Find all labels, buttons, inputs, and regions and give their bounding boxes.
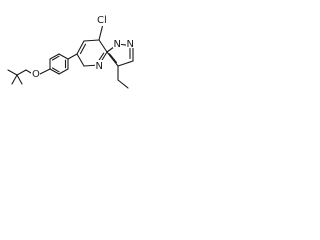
bond <box>49 53 60 60</box>
ethyl-group <box>117 65 129 89</box>
bond <box>16 69 27 76</box>
bond <box>58 53 69 60</box>
bond <box>51 55 60 61</box>
bond <box>11 74 18 85</box>
chlorine-atom-label: Cl <box>97 15 107 26</box>
bond <box>106 51 119 67</box>
bond <box>7 69 18 76</box>
bond <box>98 23 104 41</box>
pyrimidine-nitrogen-label: N <box>96 61 103 72</box>
bond <box>16 74 23 85</box>
bond <box>76 53 85 67</box>
bond <box>98 39 108 53</box>
ether-oxygen-label: O <box>32 69 40 80</box>
bond <box>58 68 69 75</box>
bond <box>108 53 118 64</box>
chemical-structure: Cl N N N O <box>7 14 134 89</box>
bond <box>117 60 134 67</box>
bond <box>117 79 129 89</box>
bond <box>39 68 51 75</box>
bond <box>25 69 32 74</box>
ether-linkage <box>39 68 51 75</box>
bond <box>83 39 100 42</box>
bond <box>79 43 87 55</box>
bond <box>49 68 60 75</box>
tert-butyl-group <box>7 69 32 85</box>
pyrazole-nitrogen-label: N <box>114 39 121 50</box>
bond <box>67 53 78 60</box>
bond <box>76 40 85 55</box>
pyrazole-nitrogen-label: N <box>127 39 134 50</box>
bond <box>51 67 60 73</box>
benzene-ring <box>49 53 69 75</box>
